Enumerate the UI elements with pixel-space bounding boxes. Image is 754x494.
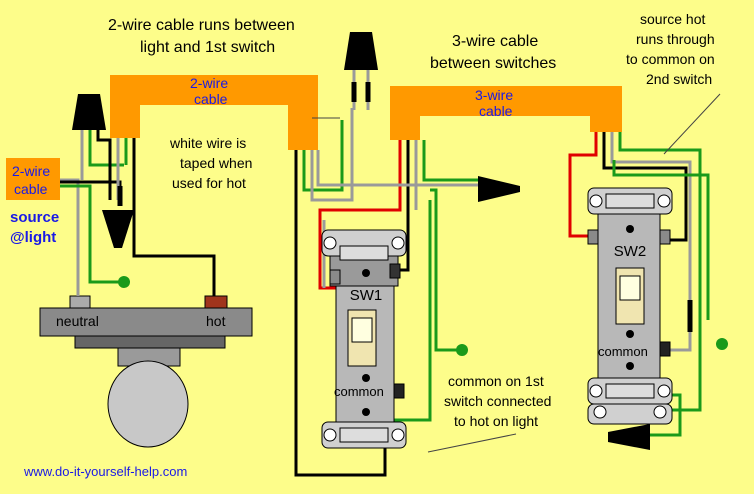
switch-wires — [316, 140, 480, 422]
switch-1-common-label: common — [334, 384, 384, 399]
wire-nut-lower-left — [102, 210, 134, 248]
annotation-source-hot-3: to common on — [626, 51, 715, 67]
source-cable-label-1: 2-wire — [12, 163, 50, 179]
annotation-source-hot-2: runs through — [636, 31, 715, 47]
wire-nut-top-middle — [344, 32, 378, 70]
source-cable-box — [6, 158, 60, 200]
light-fixture — [39, 295, 253, 448]
mid-cable-label-2: cable — [194, 91, 228, 107]
source-cable-label-2: cable — [14, 181, 48, 197]
switch-1-label: SW1 — [350, 287, 383, 304]
fixture-hot-label: hot — [206, 313, 226, 329]
annotation-2wire-line1: 2-wire cable runs between — [108, 17, 295, 34]
right-cable-label-1: 3-wire — [475, 87, 513, 103]
switch-2-label: SW2 — [614, 243, 647, 260]
middle-wires — [294, 108, 387, 477]
footer-url: www.do-it-yourself-help.com — [23, 464, 187, 479]
cable-2wire-middle — [110, 75, 318, 150]
ground-screw-right — [716, 338, 728, 350]
annotation-white-taped-3: used for hot — [172, 175, 246, 191]
annotation-white-taped-1: white wire is — [169, 135, 246, 151]
switch-2 — [587, 187, 673, 425]
annotation-3wire-line1: 3-wire cable — [452, 33, 538, 50]
wire-nut-lower-right — [608, 424, 650, 450]
ground-screw-mid — [456, 344, 468, 356]
wire-nut-top-middle-leads — [351, 70, 371, 110]
annotation-common-2: switch connected — [444, 393, 551, 409]
switch-2-common-label: common — [598, 344, 648, 359]
cable-3wire — [390, 86, 622, 140]
annotation-source-hot-1: source hot — [640, 11, 705, 27]
annotation-source-hot-4: 2nd switch — [646, 71, 712, 87]
ground-screw-fixture — [118, 276, 130, 288]
switch-1 — [321, 229, 407, 449]
annotation-white-taped-2: taped when — [180, 155, 252, 171]
annotation-3wire-line2: between switches — [430, 55, 556, 72]
annotation-common-3: to hot on light — [454, 413, 538, 429]
source-label-1: source — [10, 209, 59, 226]
wire-nut-center — [478, 176, 520, 202]
left-wires — [60, 130, 216, 296]
annotation-2wire-line2: light and 1st switch — [140, 39, 275, 56]
fixture-neutral-label: neutral — [56, 313, 99, 329]
right-cable-label-2: cable — [479, 103, 513, 119]
source-label-2: @light — [10, 229, 56, 246]
wire-nut-top-left — [72, 94, 106, 130]
annotation-pointers — [312, 93, 721, 453]
mid-cable-label-1: 2-wire — [190, 75, 228, 91]
annotation-common-1: common on 1st — [448, 373, 544, 389]
